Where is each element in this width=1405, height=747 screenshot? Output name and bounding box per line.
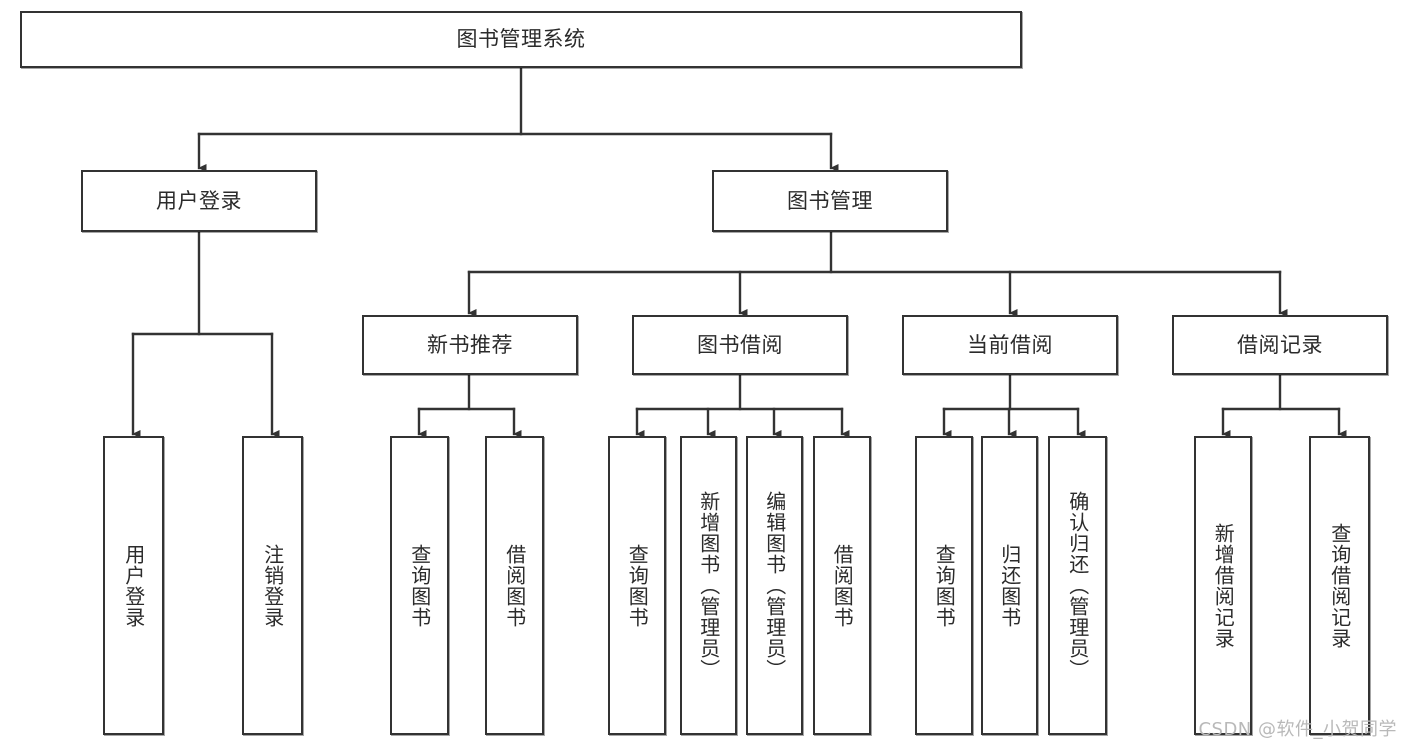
leaf-add-borrow-record-label: 新增借阅记录 (1211, 522, 1236, 649)
leaf-add-book-admin[interactable]: 新增图书（管理员） (680, 436, 737, 735)
leaf-user-login-label: 用户登录 (121, 543, 146, 628)
node-borrow-record[interactable]: 借阅记录 (1172, 315, 1388, 375)
node-book-borrow-label: 图书借阅 (697, 332, 783, 357)
leaf-query-book-2[interactable]: 查询图书 (608, 436, 666, 735)
node-book-borrow[interactable]: 图书借阅 (632, 315, 848, 375)
node-current-borrow[interactable]: 当前借阅 (902, 315, 1118, 375)
leaf-query-borrow-record-label: 查询借阅记录 (1327, 522, 1352, 649)
leaf-logout-login[interactable]: 注销登录 (242, 436, 303, 735)
node-borrow-record-label: 借阅记录 (1237, 332, 1323, 357)
leaf-confirm-return-admin-label: 确认归还（管理员） (1065, 491, 1090, 680)
leaf-query-book-2-label: 查询图书 (625, 543, 650, 628)
leaf-confirm-return-admin[interactable]: 确认归还（管理员） (1048, 436, 1107, 735)
node-book-manage-label: 图书管理 (787, 188, 873, 213)
leaf-edit-book-admin[interactable]: 编辑图书（管理员） (746, 436, 803, 735)
node-user-login-label: 用户登录 (156, 188, 242, 213)
leaf-borrow-book-2-label: 借阅图书 (830, 543, 855, 628)
node-new-book-recommend[interactable]: 新书推荐 (362, 315, 578, 375)
leaf-borrow-book-1[interactable]: 借阅图书 (485, 436, 544, 735)
leaf-query-book-1[interactable]: 查询图书 (390, 436, 449, 735)
node-book-manage[interactable]: 图书管理 (712, 170, 948, 232)
leaf-add-borrow-record[interactable]: 新增借阅记录 (1194, 436, 1252, 735)
leaf-add-book-admin-label: 新增图书（管理员） (696, 491, 721, 680)
node-user-login[interactable]: 用户登录 (81, 170, 317, 232)
leaf-query-borrow-record[interactable]: 查询借阅记录 (1309, 436, 1370, 735)
leaf-return-book-label: 归还图书 (997, 543, 1022, 628)
node-root-label: 图书管理系统 (456, 27, 586, 52)
leaf-query-book-3[interactable]: 查询图书 (915, 436, 973, 735)
leaf-query-book-3-label: 查询图书 (932, 543, 957, 628)
leaf-borrow-book-2[interactable]: 借阅图书 (813, 436, 871, 735)
node-root[interactable]: 图书管理系统 (20, 11, 1022, 68)
leaf-user-login[interactable]: 用户登录 (103, 436, 164, 735)
leaf-edit-book-admin-label: 编辑图书（管理员） (762, 491, 787, 680)
leaf-logout-login-label: 注销登录 (260, 543, 285, 628)
node-new-book-recommend-label: 新书推荐 (427, 332, 513, 357)
leaf-return-book[interactable]: 归还图书 (981, 436, 1038, 735)
leaf-query-book-1-label: 查询图书 (407, 543, 432, 628)
leaf-borrow-book-1-label: 借阅图书 (502, 543, 527, 628)
node-current-borrow-label: 当前借阅 (967, 332, 1053, 357)
